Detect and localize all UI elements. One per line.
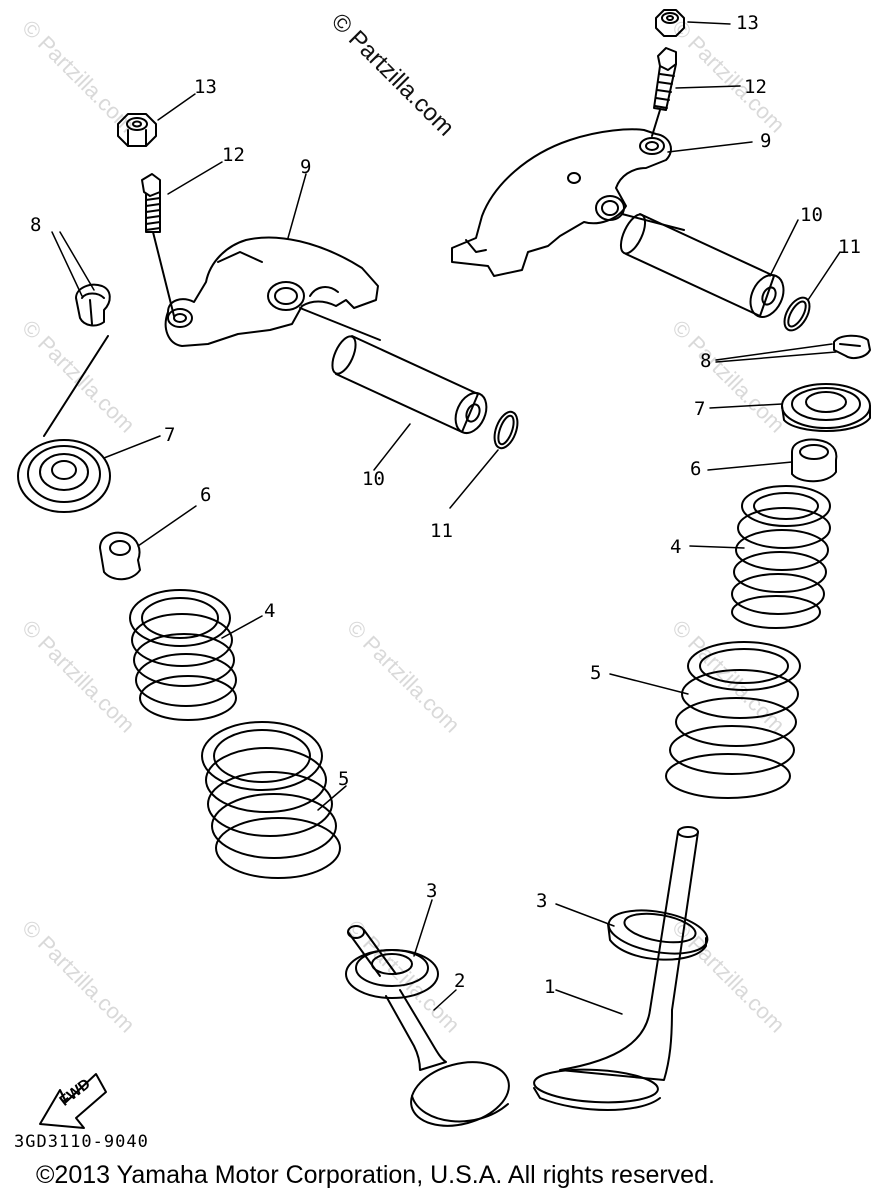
stem-seal-left [99,531,141,581]
leader-lines [51,21,841,1015]
diagram-part-code: 3GD3110-9040 [14,1132,149,1152]
valve-seat-left [345,949,439,999]
callout-6: 6 [200,484,212,506]
fwd-arrow-icon [39,1073,107,1129]
rocker-arm-left [164,236,381,347]
nut-left [117,113,157,147]
exhaust-valve [347,925,510,1127]
inner-spring-right [731,485,831,629]
callout-1: 1 [544,976,556,998]
callout-12: 12 [744,76,767,98]
callout-3: 3 [426,880,438,902]
callout-13: 13 [736,12,759,34]
callout-5: 5 [590,662,602,684]
callout-4: 4 [264,600,276,622]
o-ring-left [493,410,519,450]
callout-7: 7 [164,424,176,446]
adjuster-screw-right [651,47,677,137]
rocker-shaft-right [619,213,785,318]
adjuster-screw-left [141,173,175,317]
copyright-notice: ©2013 Yamaha Motor Corporation, U.S.A. A… [36,1161,715,1189]
callout-8: 8 [30,214,42,236]
o-ring-right [783,296,811,332]
valve-cotter-right [833,334,871,359]
spring-retainer-right [781,383,871,432]
intake-valve [533,826,699,1111]
callout-10: 10 [800,204,823,226]
outer-spring-left [201,721,341,879]
callout-9: 9 [760,130,772,152]
callout-12: 12 [222,144,245,166]
callout-8: 8 [700,350,712,372]
spring-retainer-left [17,439,111,513]
callout-6: 6 [690,458,702,480]
callout-5: 5 [338,768,350,790]
callout-10: 10 [362,468,385,490]
rocker-arm-right [451,128,685,277]
callout-4: 4 [670,536,682,558]
nut-right [655,9,685,37]
rocker-shaft-left [331,335,488,435]
stem-seal-right [791,438,838,483]
callout-2: 2 [454,970,466,992]
inner-spring-left [129,589,237,721]
callout-11: 11 [838,236,861,258]
callout-3: 3 [536,890,548,912]
callout-11: 11 [430,520,453,542]
valve-seat-right [607,909,709,961]
callout-13: 13 [194,76,217,98]
outer-spring-right [665,641,801,799]
valve-cotter-left [43,283,111,437]
callout-7: 7 [694,398,706,420]
callout-9: 9 [300,156,312,178]
